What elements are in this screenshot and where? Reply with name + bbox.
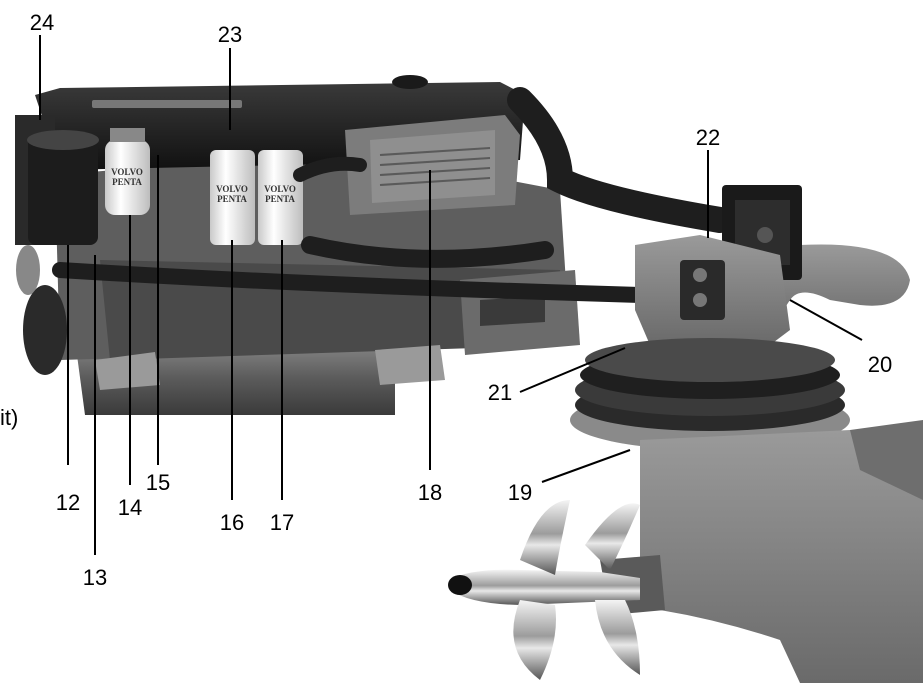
transmission-housing — [635, 235, 790, 345]
prefilter-brand-line1: VOLVO — [111, 167, 143, 177]
callout-21: 21 — [488, 380, 512, 405]
callout-16: 16 — [220, 510, 244, 535]
filter17-brand-line2: PENTA — [265, 194, 295, 204]
callout-19: 19 — [508, 480, 532, 505]
callout-15: 15 — [146, 470, 170, 495]
filter16-brand-line2: PENTA — [217, 194, 247, 204]
fuel-filter-17: VOLVO PENTA — [258, 150, 303, 245]
callout-17: 17 — [270, 510, 294, 535]
engine-mount-front — [95, 352, 160, 390]
leader-21 — [519, 347, 626, 393]
leader-lines — [39, 35, 863, 555]
cut-off-label: it) — [0, 405, 18, 430]
callout-14: 14 — [118, 495, 142, 520]
fuel-prefilter: VOLVO PENTA — [105, 128, 150, 215]
air-filter — [15, 115, 99, 245]
callout-12: 12 — [56, 490, 80, 515]
callout-labels: 24 23 22 20 21 19 18 17 16 15 14 13 12 i… — [0, 10, 892, 590]
filter17-brand-line1: VOLVO — [264, 184, 296, 194]
filter16-brand-line1: VOLVO — [216, 184, 248, 194]
heat-exchanger — [345, 115, 520, 215]
prefilter-brand-line2: PENTA — [112, 177, 142, 187]
callout-24: 24 — [30, 10, 54, 35]
sterndrive-leg — [600, 420, 923, 683]
leader-20 — [789, 299, 863, 341]
crank-pulley — [23, 285, 67, 375]
front-pulley — [16, 245, 40, 295]
callout-13: 13 — [83, 565, 107, 590]
propellers — [448, 500, 640, 680]
callout-18: 18 — [418, 480, 442, 505]
callout-22: 22 — [696, 125, 720, 150]
transom-seal — [570, 338, 850, 450]
callout-20: 20 — [868, 352, 892, 377]
callout-23: 23 — [218, 22, 242, 47]
engine-mount-rear — [375, 345, 445, 385]
leader-19 — [541, 449, 631, 483]
oil-filter-16: VOLVO PENTA — [210, 150, 255, 245]
